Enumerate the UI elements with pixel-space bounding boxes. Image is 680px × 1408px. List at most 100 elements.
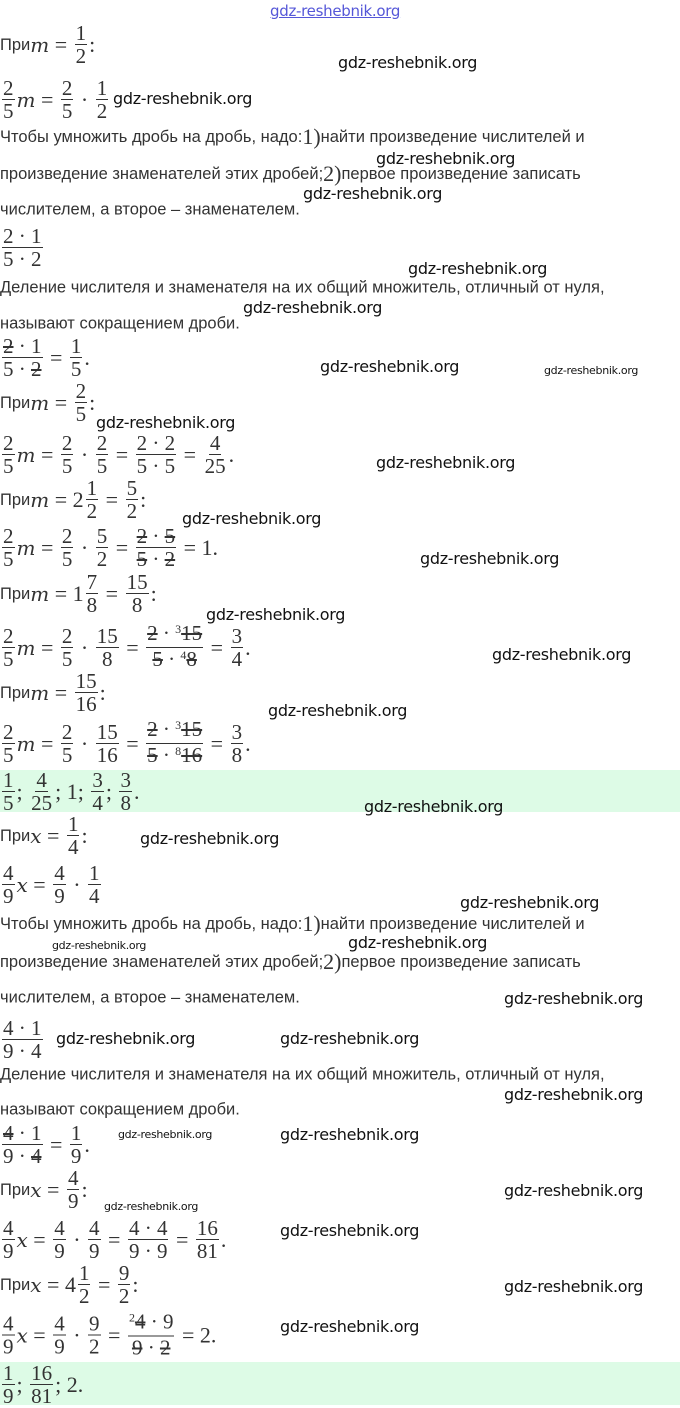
numerator: 1 (88, 863, 101, 885)
numerator: 3 (230, 722, 244, 744)
math-operator: . (84, 345, 90, 370)
denominator: 5 (2, 100, 15, 122)
math-operator: · (75, 635, 94, 660)
math-text: 81 (196, 1239, 218, 1263)
math-text: 4 (92, 791, 103, 815)
math-operator: · (67, 1227, 87, 1252)
denominator: 9 (2, 885, 15, 907)
denominator: 5 (2, 548, 15, 570)
math-operator: = 1. (178, 535, 219, 560)
math-text: 4 (209, 431, 221, 455)
math-operator: 2) (323, 949, 342, 974)
math-text: 2 (118, 1284, 130, 1308)
text: первое произведение записать (341, 952, 581, 971)
math-operator: ; (16, 1372, 29, 1397)
math-text: 5 (75, 402, 87, 426)
denominator: 9 (2, 1240, 15, 1262)
denominator: 4 (88, 885, 101, 907)
math-operator: : (99, 680, 106, 705)
solution-line: Чтобы умножить дробь на дробь, надо: 1) … (0, 126, 585, 148)
watermark: gdz-reshebnik.org (376, 453, 516, 472)
denominator: 5 (61, 648, 74, 670)
math-variable: m (30, 582, 50, 606)
watermark: gdz-reshebnik.org (303, 184, 443, 203)
solution-line: называют сокращением дроби. (0, 1101, 240, 1120)
math-text: 4 (3, 1216, 14, 1240)
math-text: 4 · 4 (128, 1216, 168, 1240)
numerator: 2 (60, 433, 74, 455)
math-operator: · (75, 87, 94, 112)
math-text: 1 (96, 76, 108, 100)
math-text: 25 (31, 791, 53, 815)
watermark: gdz-reshebnik.org (504, 1085, 644, 1104)
math-operator: = (27, 1227, 52, 1252)
math-text: 5 (96, 524, 108, 548)
cancelled-factor: 5 (152, 647, 163, 671)
numerator: 3 (230, 626, 244, 648)
numerator: 4 (2, 1313, 15, 1335)
math-operator: = (27, 1322, 52, 1347)
math-text: 2 (86, 499, 98, 523)
watermark: gdz-reshebnik.org (104, 1200, 199, 1213)
denominator: 8 (231, 744, 244, 766)
math-operator: . (228, 442, 235, 467)
math-text: 4 (54, 1216, 65, 1240)
watermark: gdz-reshebnik.org (280, 1317, 420, 1336)
text: При (0, 826, 31, 845)
denominator: 2 (118, 1285, 131, 1307)
math-operator: 1) (302, 124, 321, 149)
math-text: 2 (61, 76, 73, 100)
math-text: 2 (96, 431, 108, 455)
denominator: 25 (204, 455, 227, 477)
denominator: 2 (96, 548, 109, 570)
math-text: 4 (3, 1311, 14, 1335)
numerator: 1 (2, 770, 15, 792)
math-operator: = (120, 731, 145, 756)
watermark: gdz-reshebnik.org (280, 1221, 420, 1240)
text: При (0, 393, 31, 412)
cancelled-factor: 5 (147, 743, 158, 767)
math-variable: m (16, 536, 36, 560)
math-text: 16 (31, 1361, 53, 1385)
text: числителем, а второе – знаменателем. (0, 200, 300, 219)
text: первое произведение записать (341, 164, 581, 183)
denominator: 25 (30, 792, 53, 814)
math-operator: · (75, 535, 94, 560)
text: Чтобы умножить дробь на дробь, надо: (0, 127, 303, 146)
denominator: 5 (61, 455, 74, 477)
watermark: gdz-reshebnik.org (504, 989, 644, 1008)
math-variable: x (16, 873, 28, 897)
denominator: 16 (75, 693, 98, 715)
numerator: 4 (88, 1218, 101, 1240)
math-operator: = (35, 535, 59, 560)
math-variable: x (30, 824, 42, 848)
numerator: 2 (74, 381, 88, 403)
math-text: · (157, 621, 176, 645)
numerator: 1 (85, 478, 99, 500)
text: При (0, 584, 31, 603)
solution-line: Деление числителя и знаменателя на их об… (0, 1066, 605, 1085)
math-text: 5 (3, 454, 14, 478)
answer-highlight-2 (0, 1362, 680, 1405)
site-link[interactable]: gdz-reshebnik.org (270, 2, 401, 20)
denominator: 8 (131, 594, 144, 616)
